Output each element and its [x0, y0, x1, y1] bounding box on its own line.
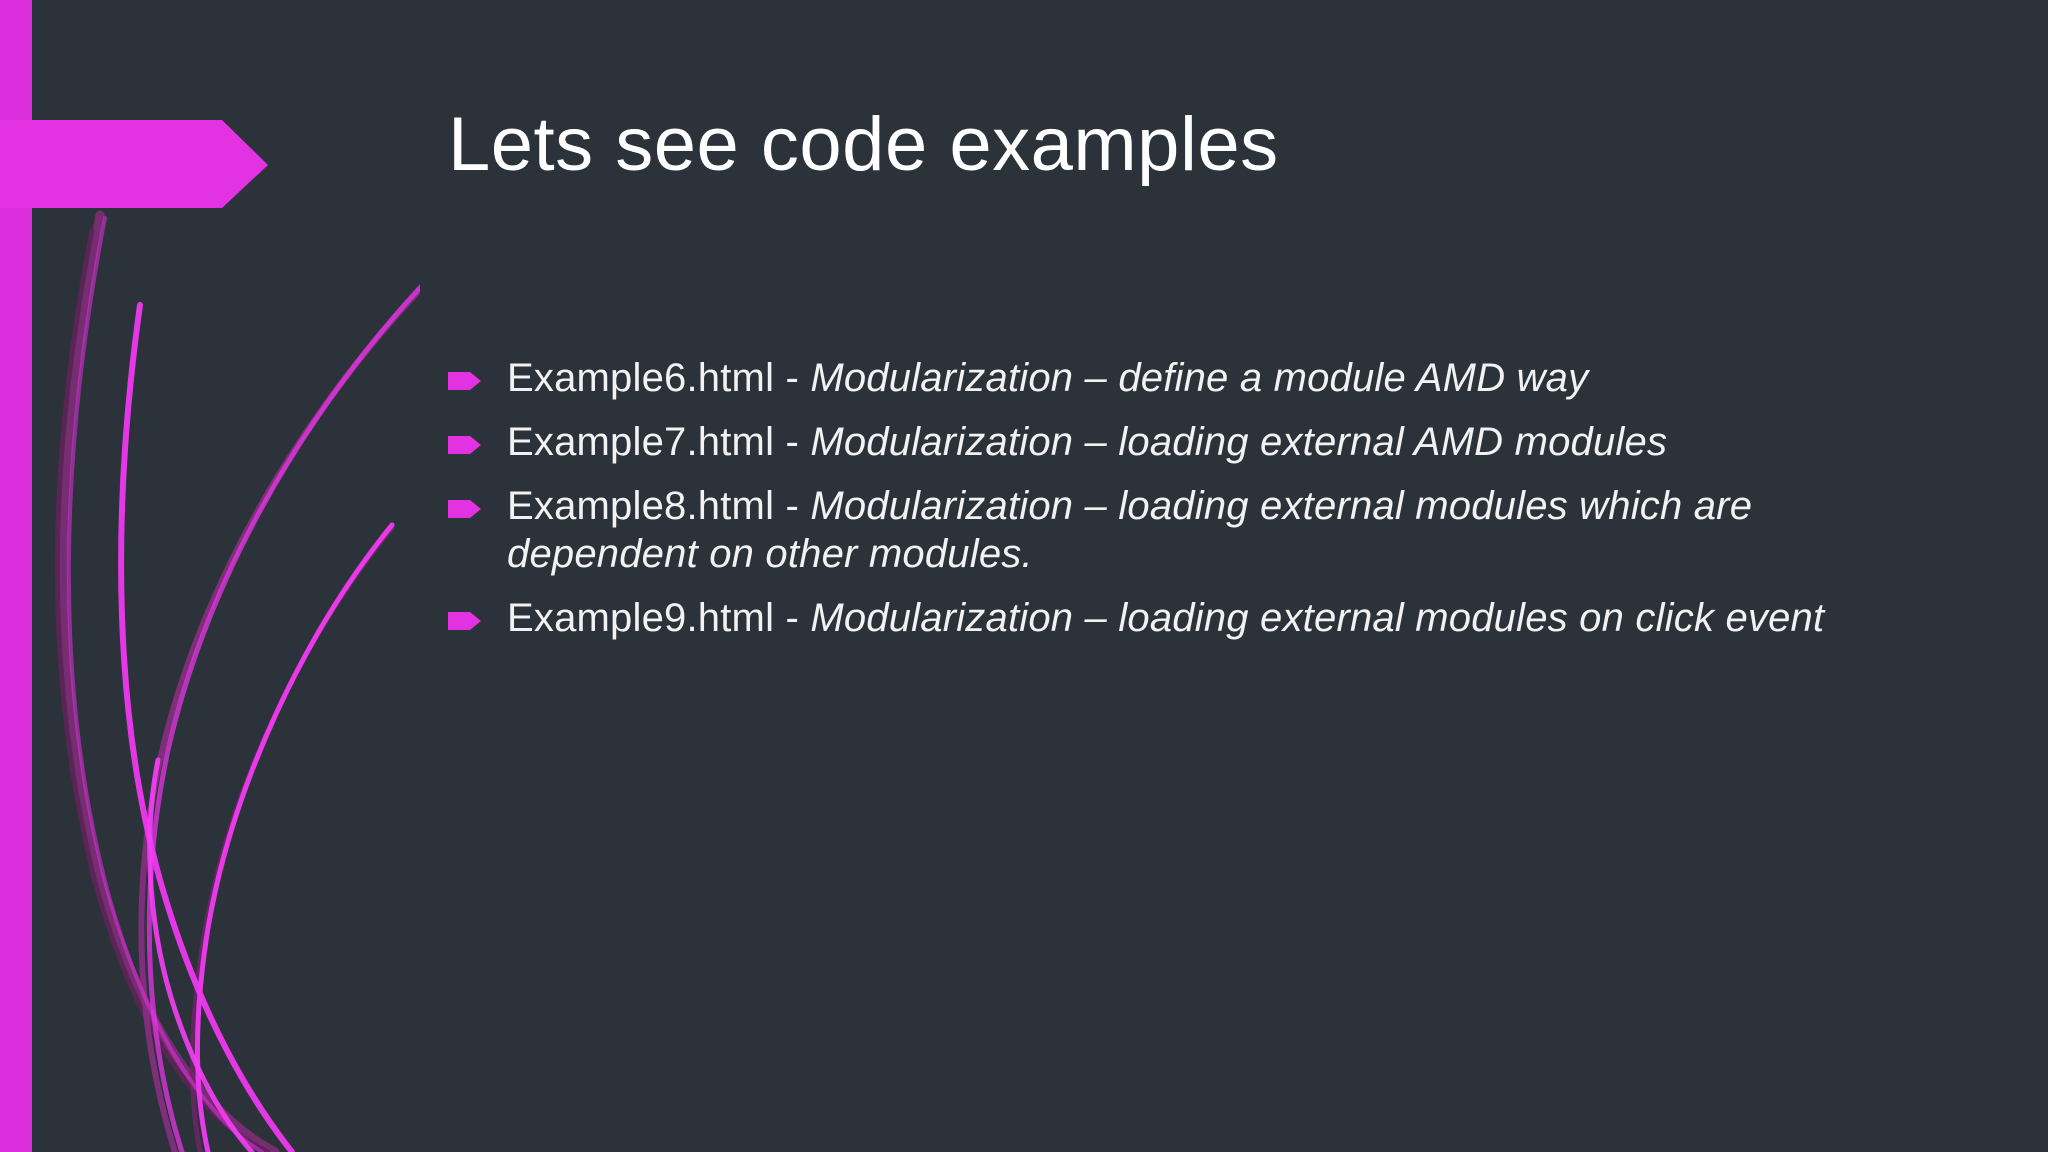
list-item-text: Example6.html - Modularization – define … [507, 355, 1938, 402]
list-item-emphasis: Modularization – loading external module… [810, 595, 1825, 640]
bullet-list: Example6.html - Modularization – define … [448, 355, 1938, 659]
arrow-bullet-icon [448, 500, 481, 519]
list-item: Example9.html - Modularization – loading… [448, 595, 1938, 642]
list-item-prefix: Example8.html - [507, 484, 811, 529]
magenta-bright-lines [66, 216, 420, 1152]
list-item-emphasis: Modularization – loading external module… [507, 484, 1753, 576]
arrow-bullet-icon [448, 611, 481, 630]
list-item-emphasis: Modularization – loading external AMD mo… [810, 420, 1668, 465]
arrow-bullet-icon [448, 372, 481, 390]
list-item: Example8.html - Modularization – loading… [448, 483, 1938, 577]
slide-decoration [0, 0, 420, 1152]
list-item-emphasis: Modularization – define a module AMD way [810, 356, 1589, 400]
list-item-prefix: Example6.html - [507, 356, 811, 400]
magenta-curved-lines [54, 210, 420, 1152]
page-title: Lets see code examples [448, 102, 1279, 187]
list-item: Example7.html - Modularization – loading… [448, 419, 1938, 466]
list-item: Example6.html - Modularization – define … [448, 355, 1938, 402]
arrow-bullet-icon [448, 436, 481, 455]
magenta-vertical-bar [0, 0, 32, 1152]
list-item-text: Example7.html - Modularization – loading… [507, 419, 1938, 466]
list-item-text: Example9.html - Modularization – loading… [507, 595, 1938, 642]
list-item-prefix: Example9.html - [507, 595, 811, 640]
list-item-prefix: Example7.html - [507, 420, 811, 465]
magenta-arrow-banner [0, 120, 268, 208]
list-item-text: Example8.html - Modularization – loading… [507, 483, 1938, 577]
